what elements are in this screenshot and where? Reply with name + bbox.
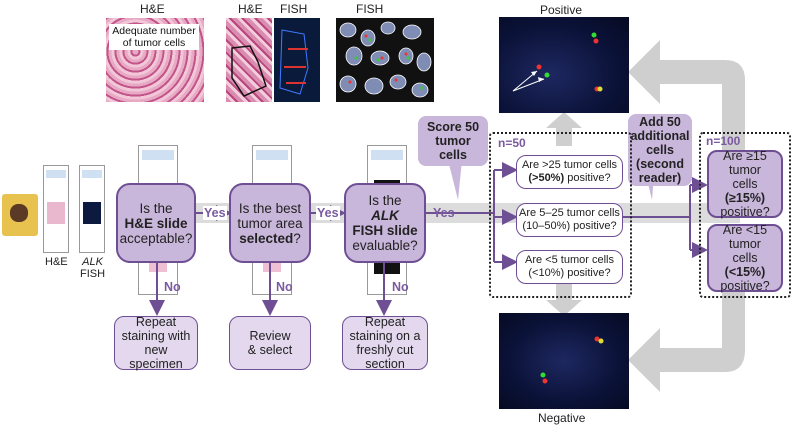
step1-line3: acceptable? <box>119 230 193 246</box>
he-image-label: H&E <box>140 2 165 16</box>
n100-label: n=100 <box>706 134 741 148</box>
n50-label: n=50 <box>498 136 526 150</box>
n100-q2-l5: positive? <box>720 279 770 293</box>
n100-q2-bold: (<15%) <box>724 265 766 279</box>
n100-q1-l5: positive? <box>720 205 770 219</box>
step3-alk: ALK <box>371 208 399 223</box>
fish2-image-label: FISH <box>356 2 384 16</box>
n100-q2-l2: tumor <box>729 237 761 251</box>
he-caption: Adequate number of tumor cells <box>109 24 199 50</box>
n50-question-5-25: Are 5–25 tumor cells (10–50%) positive? <box>516 203 623 237</box>
fish-micrograph <box>274 18 320 102</box>
step1-bold: H&E slide <box>124 215 188 231</box>
yes-label-3: Yes <box>433 206 455 220</box>
step-alk-fish-evaluable: Is the ALK FISH slide evaluable? <box>344 183 426 263</box>
step3-line3: evaluable? <box>352 238 418 253</box>
n50-q3-line2: (<10%) positive? <box>528 267 611 279</box>
n100-region <box>699 132 791 298</box>
n50-q2-line2: (10–50%) positive? <box>522 220 617 232</box>
step2-bold: selected <box>239 230 294 246</box>
n50-q1-bold: (>50%) <box>528 172 565 184</box>
n50-question-over25: Are >25 tumor cells (>50%) positive? <box>516 155 623 189</box>
step2-line1: Is the best <box>238 200 302 216</box>
n100-q1-l2: tumor <box>729 163 761 177</box>
n100-q2-l1: Are <15 <box>722 223 768 237</box>
negative-fish-image <box>499 313 629 409</box>
n100-q1-l3: cells <box>732 177 758 191</box>
fish2-micrograph <box>336 18 434 102</box>
n50-region <box>489 132 632 298</box>
tissue-block <box>2 194 38 236</box>
fish-caption-text: FISH <box>80 268 106 280</box>
alk-slide-caption: ALK FISH <box>80 256 105 280</box>
he-micrograph: Adequate number of tumor cells <box>106 18 204 102</box>
n100-q1-bold: (≥15%) <box>724 191 766 205</box>
fish-image-label: FISH <box>280 2 308 16</box>
he-slide <box>43 165 69 253</box>
add-50-callout: Add 50 additional cells (second reader) <box>628 114 692 186</box>
n100-q2-l3: cells <box>732 251 758 265</box>
positive-fish-image <box>499 17 629 113</box>
n50-q3-line: Are <5 tumor cells <box>525 254 614 266</box>
n50-q2-line: Are 5–25 tumor cells <box>519 207 620 219</box>
no-label-3: No <box>392 280 409 294</box>
step-he-slide-acceptable: Is the H&E slide acceptable? <box>116 183 196 263</box>
n50-question-under5: Are <5 tumor cells (<10%) positive? <box>516 250 623 284</box>
outcome-review-select: Review & select <box>229 316 311 370</box>
step-best-tumor-area: Is the best tumor area selected? <box>229 183 311 263</box>
n50-q1-line: Are >25 tumor cells <box>521 159 618 171</box>
score-50-callout: Score 50 tumor cells <box>418 116 488 166</box>
no-label-2: No <box>276 280 293 294</box>
yes-label-1: Yes <box>203 206 227 220</box>
he2-micrograph <box>226 18 272 102</box>
negative-label: Negative <box>538 411 586 425</box>
n50-q1-tail: positive? <box>567 172 611 184</box>
he-slide-caption: H&E <box>45 256 68 268</box>
outcome-repeat-fresh-section: Repeat staining on a freshly cut section <box>342 315 428 371</box>
yes-label-2: Yes <box>316 206 340 220</box>
step1-line1: Is the <box>139 200 173 216</box>
n100-q1-l1: Are ≥15 <box>723 149 767 163</box>
outcome-repeat-new-specimen: Repeat staining with new specimen <box>114 315 198 371</box>
fish-slide <box>79 165 105 253</box>
n100-question-ge15: Are ≥15 tumor cells (≥15%) positive? <box>707 149 783 219</box>
n100-question-lt15: Are <15 tumor cells (<15%) positive? <box>707 223 783 293</box>
positive-label: Positive <box>540 3 583 17</box>
no-label-1: No <box>164 280 181 294</box>
step2-line2: tumor area <box>237 215 303 231</box>
step3-line1: Is the <box>368 193 402 208</box>
step3-bold: FISH slide <box>352 223 418 238</box>
alk-italic: ALK <box>82 256 103 268</box>
step2-tail: ? <box>293 230 301 246</box>
he2-image-label: H&E <box>238 2 263 16</box>
